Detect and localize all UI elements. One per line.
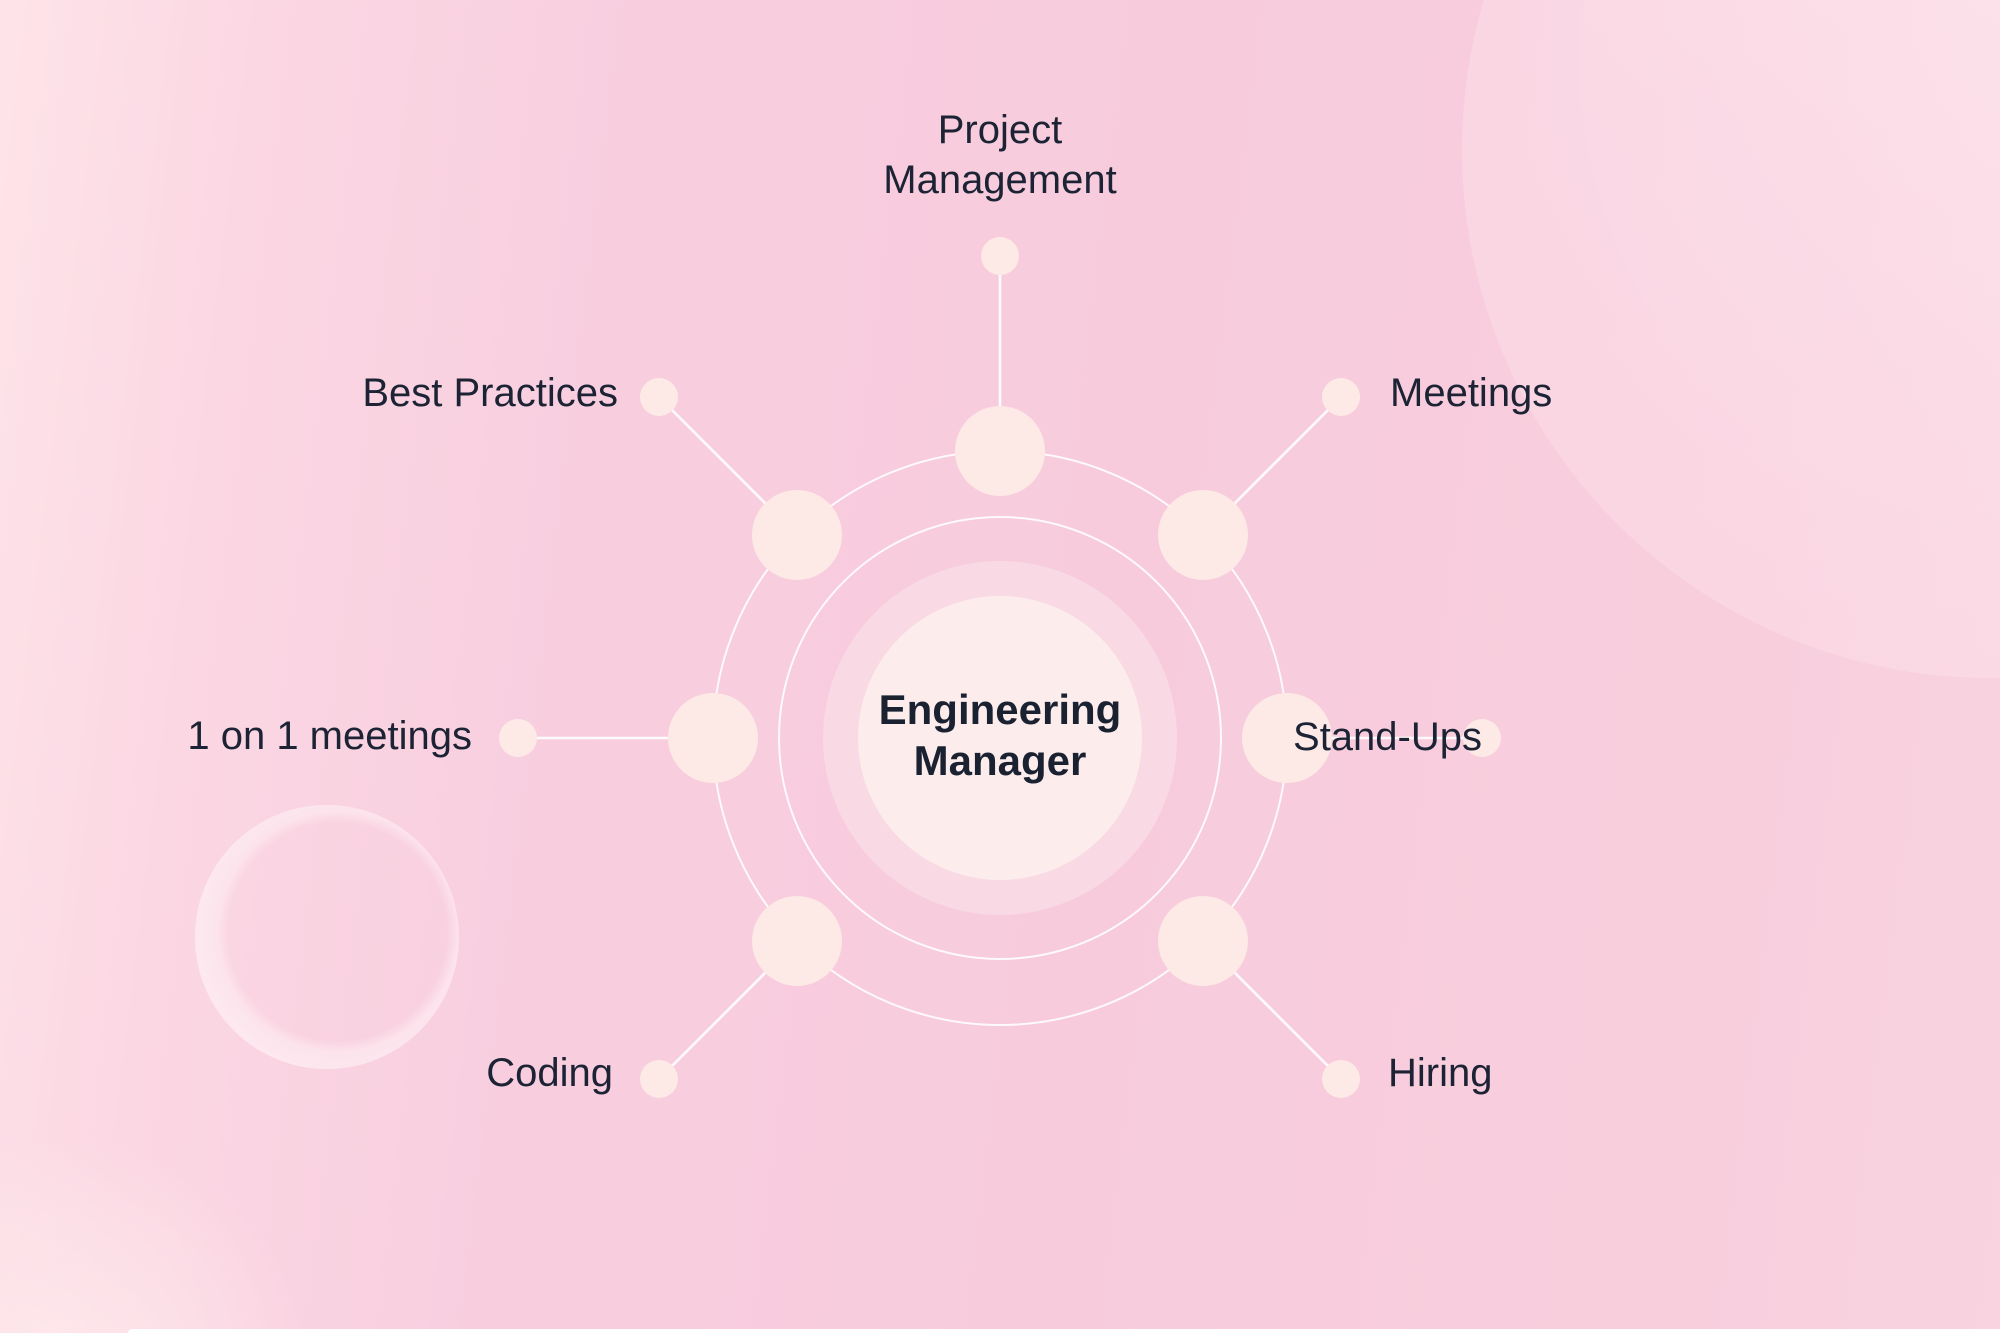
node-circle-left bbox=[668, 693, 758, 783]
label-best-practices: Best Practices bbox=[362, 371, 618, 415]
node-circle-right bbox=[1242, 693, 1332, 783]
node-circle-bottom-right bbox=[1158, 896, 1248, 986]
center-node-label: Engineering Manager bbox=[878, 686, 1122, 784]
node-circle-top-left bbox=[752, 490, 842, 580]
center-circle bbox=[858, 596, 1142, 880]
node-circle-top bbox=[955, 406, 1045, 496]
label-hiring: Hiring bbox=[1388, 1051, 1493, 1095]
node-circle-bottom-left bbox=[752, 896, 842, 986]
end-dot-left bbox=[499, 719, 537, 757]
label-1-on-1-meetings: 1 on 1 meetings bbox=[187, 714, 472, 758]
label-stand-ups: Stand-Ups bbox=[1293, 715, 1482, 759]
end-dot-bottom-left bbox=[640, 1060, 678, 1098]
inner-orbit-ring bbox=[778, 516, 1222, 960]
label-coding: Coding bbox=[486, 1051, 613, 1095]
bottom-edge-strip bbox=[128, 1329, 2000, 1333]
node-circle-top-right bbox=[1158, 490, 1248, 580]
label-project-management: Project Management bbox=[883, 108, 1117, 202]
end-dot-bottom-right bbox=[1322, 1060, 1360, 1098]
end-dot-right bbox=[1463, 719, 1501, 757]
end-dot-top-right bbox=[1322, 378, 1360, 416]
end-dot-top bbox=[981, 237, 1019, 275]
end-dot-top-left bbox=[640, 378, 678, 416]
label-meetings: Meetings bbox=[1390, 371, 1553, 415]
